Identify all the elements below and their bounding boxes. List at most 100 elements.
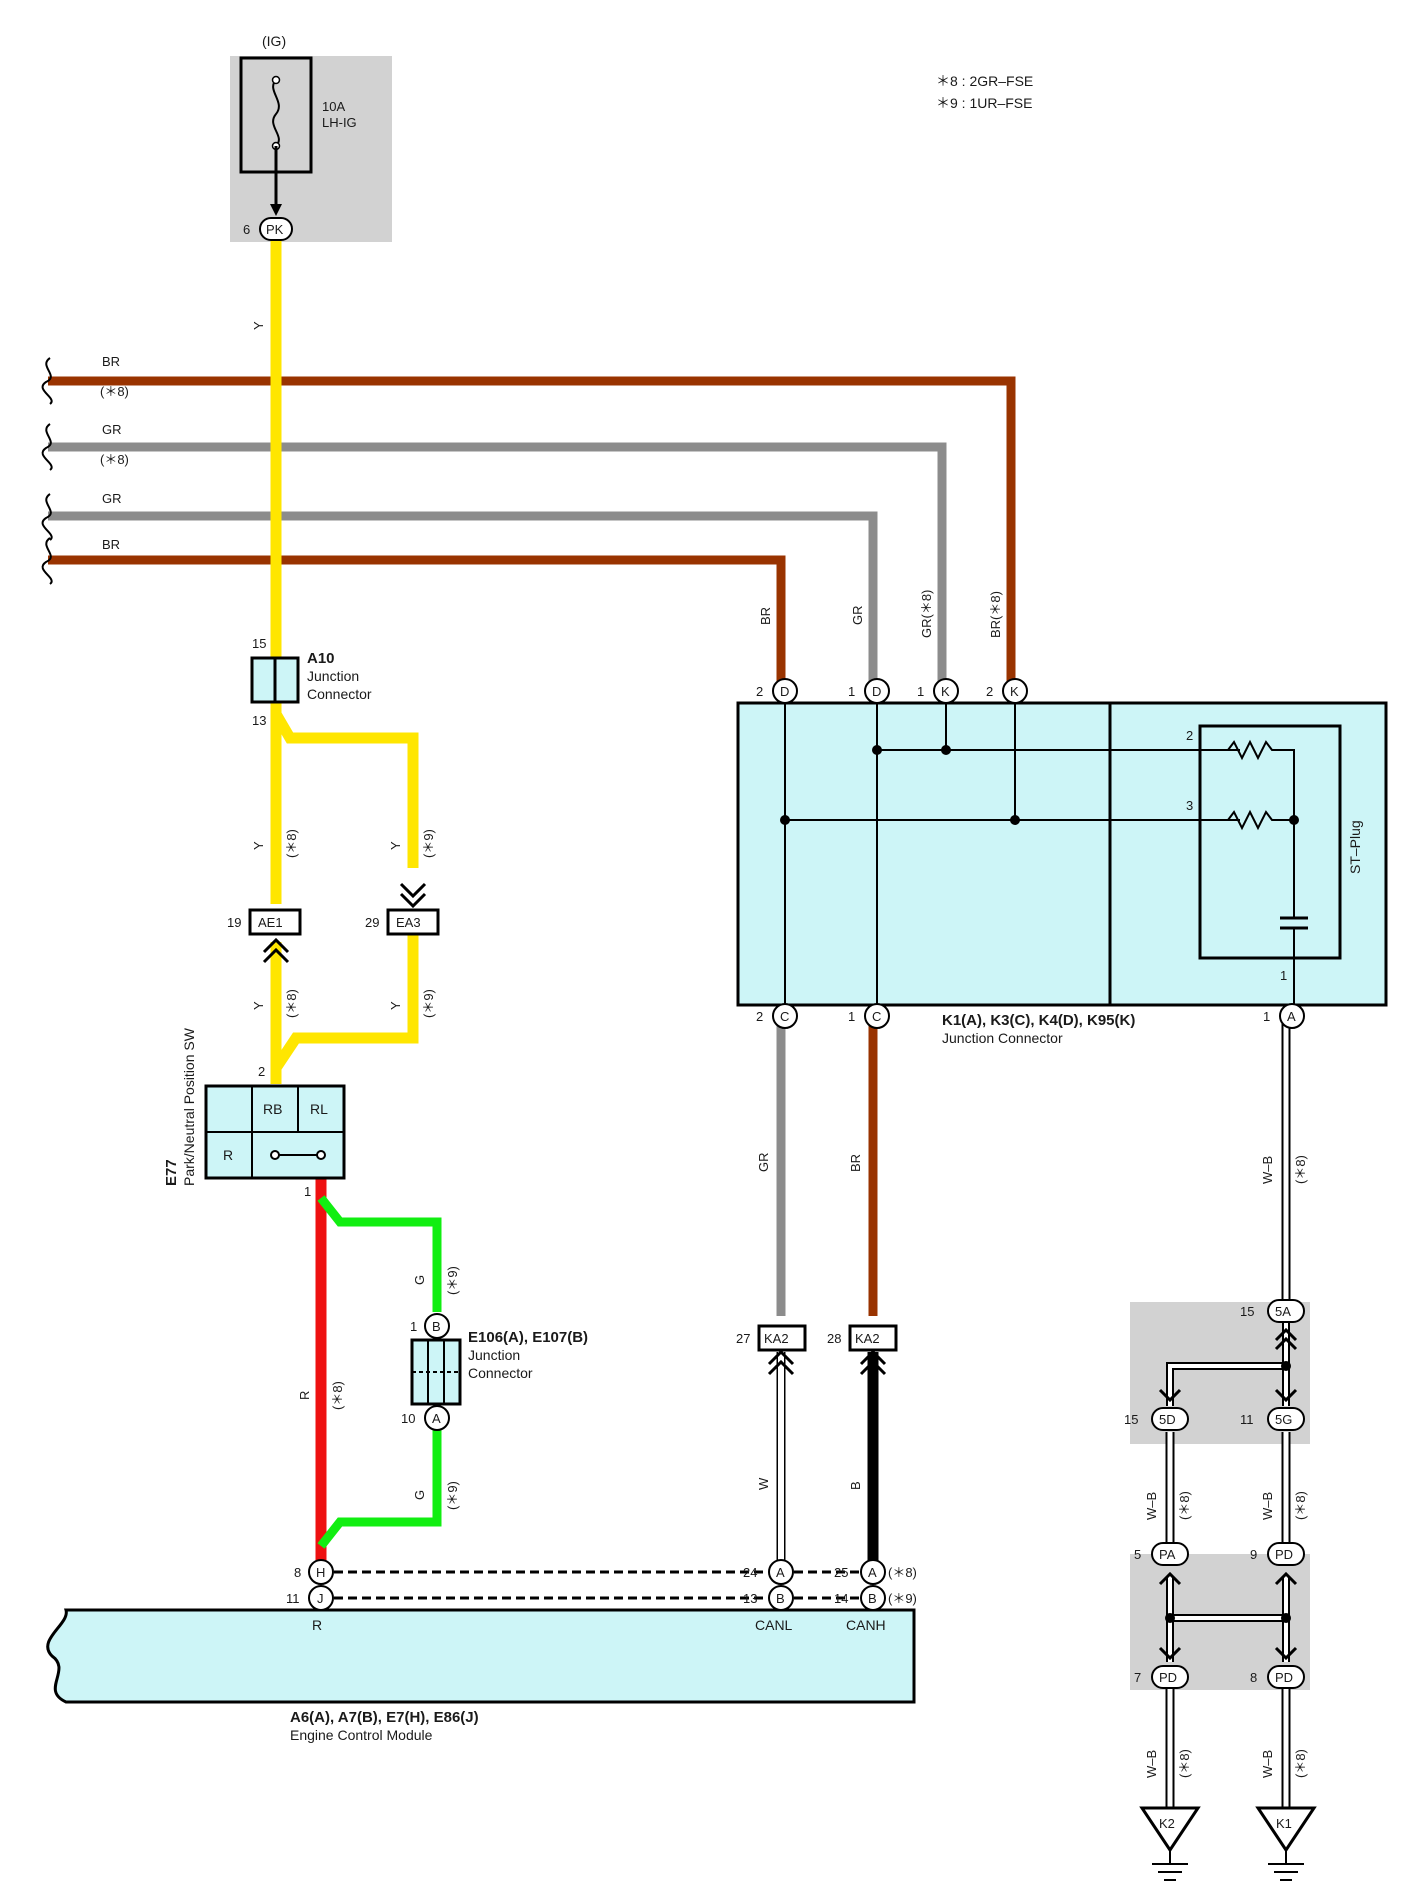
e106-pinA: A (432, 1411, 441, 1426)
gnd-pin-5g: 5G 11 (1240, 1388, 1305, 1431)
wire-br-top (48, 376, 1016, 688)
e77-name: Park/Neutral Position SW (181, 1027, 197, 1186)
svg-text:14: 14 (834, 1591, 848, 1606)
ecm-pin-a25: A 25 (＊8) (834, 1559, 917, 1585)
fuse-icon (272, 79, 280, 147)
ae1-connector: AE1 19 (227, 908, 302, 964)
wl-mark-8a: (＊8) (100, 384, 129, 399)
a10-id: A10 (307, 650, 335, 667)
wl-br-top: BR (102, 354, 120, 369)
svg-text:24: 24 (743, 1565, 757, 1580)
legend-line-1: ＊8 : 2GR–FSE (936, 73, 1033, 89)
svg-text:K1: K1 (1276, 1816, 1292, 1831)
gnd-pin-5a: 5A 15 (1240, 1299, 1305, 1351)
svg-text:H: H (316, 1565, 325, 1580)
ecm-pin-b14: B 14 (＊9) (834, 1585, 917, 1611)
jc-top-pin-1: D 1 (848, 678, 890, 704)
ecm-r: R (312, 1617, 322, 1633)
svg-text:13: 13 (743, 1591, 757, 1606)
ecm-canh: CANH (846, 1617, 886, 1633)
svg-text:9: 9 (1250, 1547, 1257, 1562)
e77-switch: RB RL R 2 1 E77 Park/Neutral Position SW (163, 1027, 346, 1199)
pin-pk-code: PK (266, 222, 284, 237)
gnd-splice-1 (1281, 1361, 1291, 1371)
wl-br8: BR(＊8) (988, 591, 1003, 638)
wl-mark-8b: (＊8) (100, 452, 129, 467)
svg-text:2: 2 (986, 684, 993, 699)
wl-gr-2: GR (102, 422, 122, 437)
svg-text:KA2: KA2 (855, 1331, 880, 1346)
svg-text:J: J (317, 1591, 324, 1606)
svg-text:A: A (776, 1565, 785, 1580)
e106-pinA-num: 10 (401, 1411, 415, 1426)
wl-m9-a: (＊9) (421, 829, 436, 858)
gnd-pin-pa: PA 5 (1134, 1542, 1189, 1586)
jc-top-pin-2: K 1 (917, 678, 959, 704)
wire-break-marks (41, 357, 53, 585)
svg-text:B: B (776, 1591, 785, 1606)
gnd-splice-3 (1281, 1613, 1291, 1623)
wl-br-low: BR (848, 1154, 863, 1172)
ecm-pin-b13: B 13 (743, 1585, 794, 1611)
ae1-pin: 19 (227, 915, 241, 930)
svg-text:D: D (872, 684, 881, 699)
e106-line3: Connector (468, 1365, 533, 1381)
svg-text:5D: 5D (1159, 1412, 1176, 1427)
fuse-top-dot (271, 75, 281, 85)
a10-line2: Connector (307, 686, 372, 702)
svg-text:1: 1 (848, 1009, 855, 1024)
jc-bot-pin-1: C 1 (848, 1003, 890, 1029)
svg-text:5A: 5A (1275, 1304, 1291, 1319)
wire-gr-2 (48, 442, 947, 688)
e106-pinB: B (432, 1319, 441, 1334)
ka2-connector-a: KA2 27 (736, 1324, 807, 1376)
ecm-pin-a24: A 24 (743, 1559, 794, 1585)
wire-green-2 (317, 1430, 442, 1549)
gnd-pin-pd-9: PD 9 (1250, 1542, 1305, 1586)
wl-wb2: W–B (1144, 1492, 1159, 1520)
legend-line-2: ＊9 : 1UR–FSE (936, 95, 1032, 111)
svg-text:11: 11 (286, 1591, 300, 1606)
jc-bot-pin-2: A 1 (1263, 1003, 1305, 1029)
jc-inner-p1: 1 (1280, 968, 1287, 983)
wl-br-v: BR (758, 607, 773, 625)
jc-top-pin-3: K 2 (986, 678, 1028, 704)
ecm-canl: CANL (755, 1617, 793, 1633)
svg-text:28: 28 (827, 1331, 841, 1346)
pin-pk: PK 6 (243, 217, 293, 241)
jc-inner-p3: 3 (1186, 798, 1193, 813)
gnd-pin-pd-8: PD 8 (1250, 1646, 1305, 1689)
gnd-splice-2 (1165, 1613, 1175, 1623)
e77-pin2: 2 (258, 1064, 265, 1079)
pin-pk-num: 6 (243, 222, 250, 237)
svg-text:K2: K2 (1159, 1816, 1175, 1831)
ecm-block: A6(A), A7(B), E7(H), E86(J) Engine Contr… (46, 1608, 916, 1743)
svg-text:K: K (1010, 684, 1019, 699)
gnd-pin-5d: 5D 15 (1124, 1388, 1189, 1431)
jc-title: K1(A), K3(C), K4(D), K95(K) (942, 1012, 1135, 1029)
gnd-pin-pd-7: PD 7 (1134, 1646, 1189, 1689)
svg-text:(＊9): (＊9) (888, 1591, 917, 1606)
wl-m8-a: (＊8) (284, 829, 299, 858)
svg-text:(＊8): (＊8) (888, 1565, 917, 1580)
wl-m9-g1: (＊9) (445, 1266, 460, 1295)
ae1-code: AE1 (258, 915, 283, 930)
jc-inner-p2: 2 (1186, 728, 1193, 743)
fuse-name: LH-IG (322, 115, 357, 130)
wl-gr-v: GR (850, 606, 865, 626)
wl-wb5: W–B (1260, 1750, 1275, 1778)
wl-r: R (297, 1391, 312, 1400)
svg-text:K: K (941, 684, 950, 699)
svg-text:C: C (780, 1009, 789, 1024)
svg-text:PA: PA (1159, 1547, 1176, 1562)
wl-g1: G (412, 1275, 427, 1285)
wl-m8-wb4: (＊8) (1177, 1749, 1192, 1778)
ea3-pin: 29 (365, 915, 379, 930)
wl-m8-wb1: (＊8) (1293, 1155, 1308, 1184)
wl-y: Y (251, 321, 266, 330)
svg-text:A: A (868, 1565, 877, 1580)
wl-m8-r: (＊8) (330, 1381, 345, 1410)
wl-y-c: Y (251, 1001, 266, 1010)
e106-connector: B 1 A 10 E106(A), E107(B) Junction Conne… (401, 1313, 588, 1431)
svg-text:8: 8 (294, 1565, 301, 1580)
